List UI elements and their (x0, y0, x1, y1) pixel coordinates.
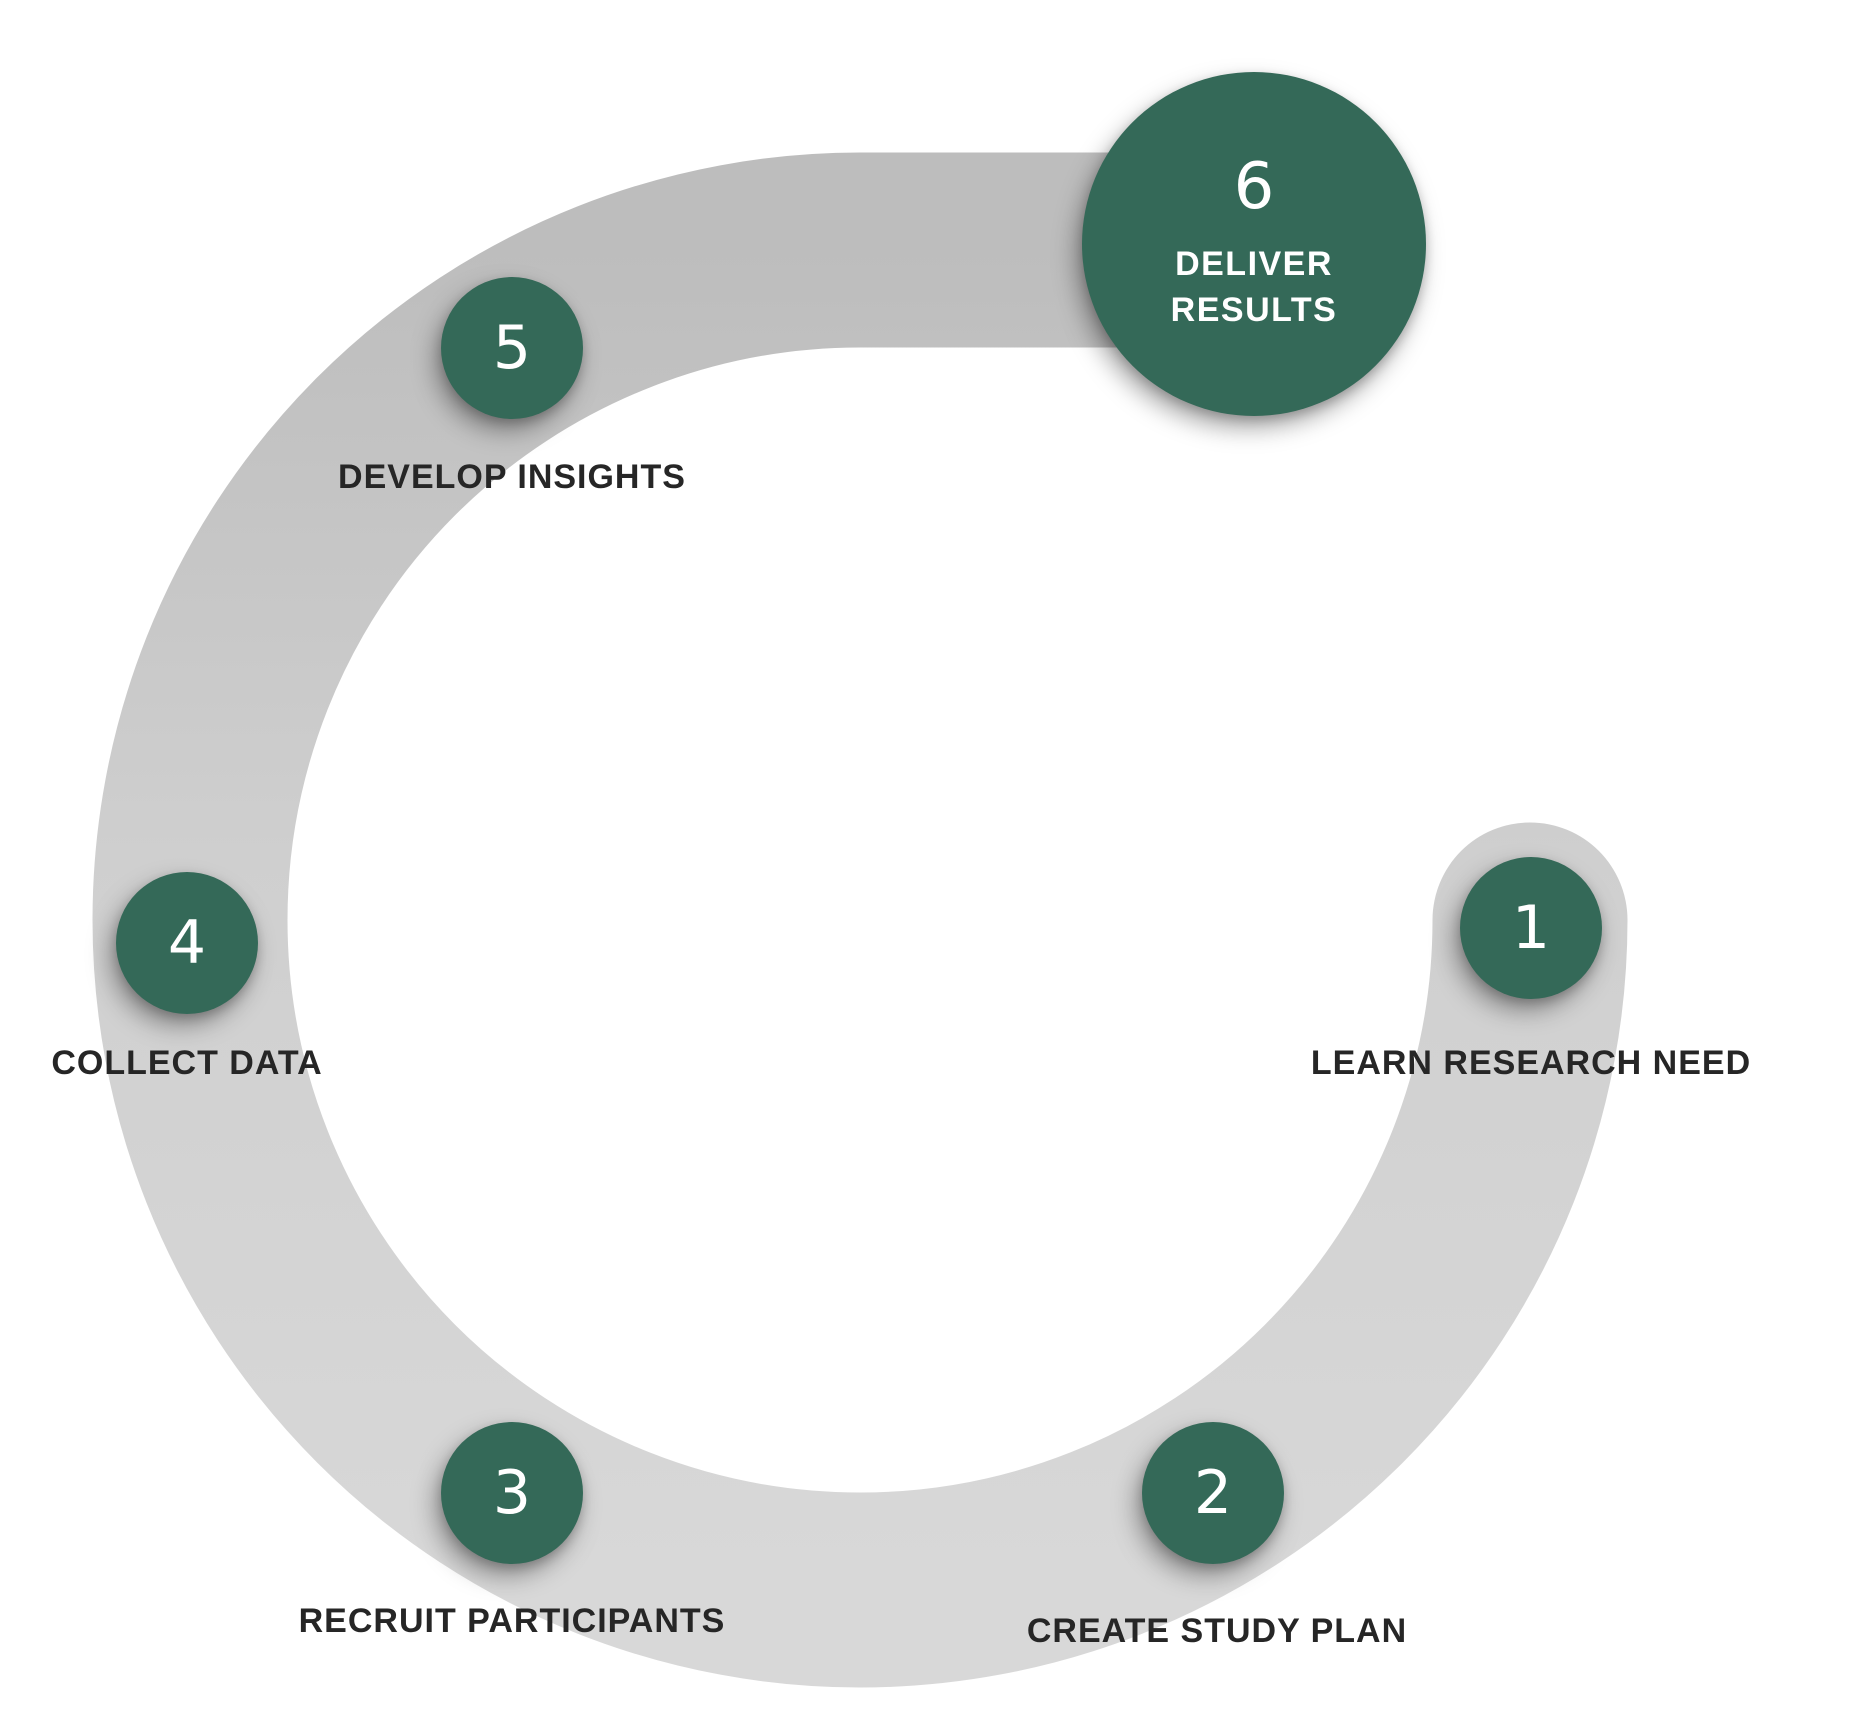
step-1-node: 1 (1460, 857, 1602, 999)
step-4-number: 4 (167, 908, 207, 978)
step-6-label-line2: RESULTS (1170, 291, 1338, 329)
step-4-label: COLLECT DATA (51, 1044, 323, 1082)
track-arc (92, 152, 1628, 1688)
step-2-number: 2 (1193, 1458, 1233, 1528)
step-6-node: 6 DELIVER RESULTS (1082, 72, 1426, 416)
step-3-number: 3 (492, 1458, 532, 1528)
step-5-node: 5 (441, 277, 583, 419)
step-2-label: CREATE STUDY PLAN (1026, 1612, 1408, 1650)
step-1-number: 1 (1511, 893, 1551, 963)
step-5-label: DEVELOP INSIGHTS (338, 458, 686, 496)
step-5-number: 5 (492, 313, 532, 383)
step-3-label: RECRUIT PARTICIPANTS (298, 1602, 726, 1640)
step-6-number: 6 (1233, 150, 1275, 224)
step-3-node: 3 (441, 1422, 583, 1564)
step-4-node: 4 (116, 872, 258, 1014)
step-2-node: 2 (1142, 1422, 1284, 1564)
step-1-label: LEARN RESEARCH NEED (1310, 1044, 1752, 1082)
step-6-label-line1: DELIVER (1175, 245, 1333, 283)
